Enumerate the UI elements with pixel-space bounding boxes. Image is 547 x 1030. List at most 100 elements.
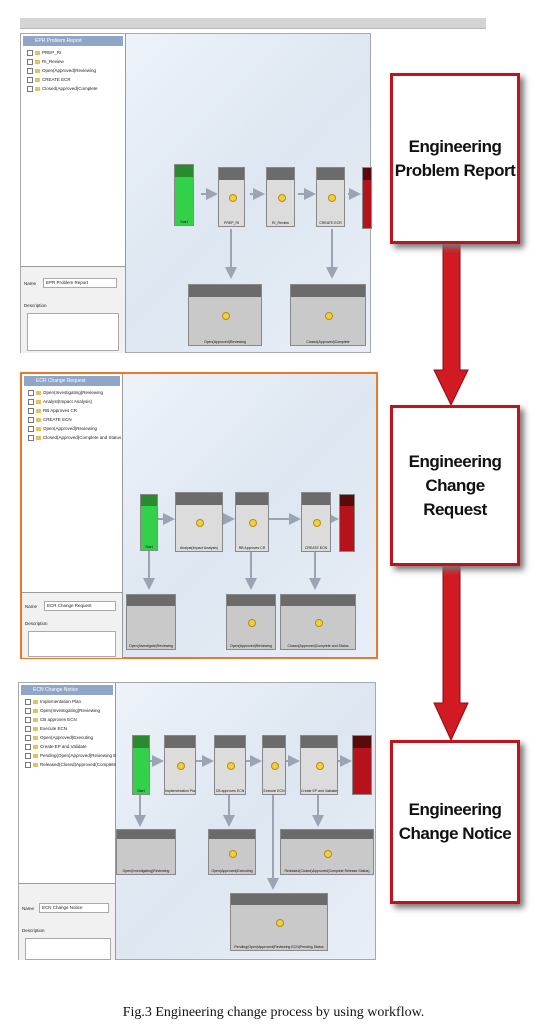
tree-item[interactable]: RI_Review: [21, 57, 125, 66]
expand-icon[interactable]: [27, 49, 33, 56]
expand-icon[interactable]: [25, 761, 31, 768]
name-field[interactable]: EPR Problem Report: [43, 278, 117, 288]
gear-icon: [196, 519, 204, 528]
workflow-node[interactable]: CB approves ECN: [214, 735, 246, 795]
tree-item[interactable]: Released(Closed)Approved(Complete Releas…: [19, 760, 134, 769]
folder-icon: [33, 744, 38, 749]
expand-icon[interactable]: [25, 707, 31, 714]
expand-icon[interactable]: [25, 698, 31, 705]
expand-icon[interactable]: [25, 743, 31, 750]
state-node[interactable]: Closed(Approved)Complete and Status: [280, 594, 356, 650]
tree-item[interactable]: Open(Approved)Executing: [19, 733, 115, 742]
start-node[interactable]: Start: [140, 494, 158, 551]
state-node[interactable]: Open(Approved)Reviewing: [226, 594, 276, 650]
state-node[interactable]: Open(Approved)Reviewing: [188, 284, 262, 346]
workflow-node[interactable]: CREATE ECR: [316, 167, 345, 227]
expand-icon[interactable]: [28, 425, 34, 432]
stage-change-request: Engineering Change Request: [390, 405, 520, 566]
workflow-canvas: Start Implementation Plan CB approves EC…: [116, 683, 375, 959]
folder-icon: [33, 735, 38, 740]
stage-title-line2: Change Request: [423, 475, 487, 519]
properties-pane: Name EPR Problem Report Description: [21, 266, 126, 353]
tree-item[interactable]: Open(Investigating)Reviewing: [22, 388, 122, 397]
folder-icon: [33, 717, 38, 722]
stage-title-line2: Problem Report: [394, 160, 516, 180]
state-node[interactable]: Pending(Open)Approved(Reviewing ECN)Pend…: [230, 893, 328, 951]
expand-icon[interactable]: [28, 389, 34, 396]
workflow-panel-problem-report: EPR Problem Report PREP_RI RI_Review Ope…: [20, 33, 372, 353]
expand-icon[interactable]: [25, 725, 31, 732]
stage-title-line1: Engineering: [408, 136, 502, 156]
state-node[interactable]: Released(Closed)Approved(Complete Releas…: [280, 829, 374, 875]
gear-icon: [327, 194, 336, 203]
tree-title[interactable]: EPR Problem Report: [23, 36, 123, 46]
expand-icon[interactable]: [25, 716, 31, 723]
state-node[interactable]: Closed(Approved)Complete: [290, 284, 366, 346]
tree-item[interactable]: CREATE ECR: [21, 75, 125, 84]
tree-item[interactable]: Open(Approved)Reviewing: [22, 424, 122, 433]
workflow-node[interactable]: RI_Review: [266, 167, 295, 227]
end-node[interactable]: [339, 494, 355, 552]
end-node[interactable]: [352, 735, 372, 795]
tree-item[interactable]: Open(Investigating)Reviewing: [19, 706, 115, 715]
tree-item[interactable]: Create EP and Validate: [19, 742, 115, 751]
tree-item[interactable]: Implementation Plan: [19, 697, 115, 706]
expand-icon[interactable]: [27, 58, 33, 65]
gear-icon: [227, 762, 235, 771]
name-label: Name: [22, 906, 35, 911]
tree-item[interactable]: CB approves ECN: [19, 715, 115, 724]
name-field[interactable]: ECR Change Request: [44, 601, 116, 611]
figure-caption: Fig.3 Engineering change process by usin…: [122, 1005, 425, 1020]
stage-problem-report: Engineering Problem Report: [390, 73, 520, 244]
description-field[interactable]: [27, 313, 119, 351]
description-field[interactable]: [28, 631, 116, 657]
expand-icon[interactable]: [28, 416, 34, 423]
tree-item[interactable]: Closed(Approved)Complete: [21, 84, 125, 93]
expand-icon[interactable]: [27, 76, 33, 83]
gear-icon: [271, 762, 279, 771]
tree-item[interactable]: CREATE ECN: [22, 415, 122, 424]
expand-icon[interactable]: [25, 752, 31, 759]
folder-icon: [36, 426, 41, 431]
workflow-canvas: Start PREP_RI RI_Review CREATE ECR Open(…: [126, 34, 372, 352]
expand-icon[interactable]: [28, 407, 34, 414]
end-node[interactable]: [362, 167, 372, 229]
workflow-node[interactable]: Analyst(Impact Analysis): [175, 492, 223, 552]
gear-icon: [313, 519, 321, 528]
folder-icon: [33, 762, 38, 767]
start-node[interactable]: Start: [174, 164, 194, 226]
workflow-node[interactable]: Execute ECN: [262, 735, 286, 795]
workflow-node[interactable]: CREATE ECN: [301, 492, 331, 552]
name-field[interactable]: ECN Change Notice: [39, 903, 109, 913]
tree-item[interactable]: Closed(Approved)Complete and Status: [22, 433, 122, 442]
workflow-node[interactable]: Implementation Plan: [164, 735, 196, 795]
tree-item[interactable]: PREP_RI: [21, 48, 125, 57]
folder-icon: [33, 726, 38, 731]
expand-icon[interactable]: [27, 67, 33, 74]
tree-item[interactable]: Execute ECN: [19, 724, 115, 733]
tree-item[interactable]: Pending(Open)Approved(Reviewing ECN)Pend…: [19, 751, 141, 760]
folder-icon: [36, 390, 41, 395]
start-node[interactable]: Start: [132, 735, 150, 795]
workflow-node[interactable]: Create EP and Validate: [300, 735, 338, 795]
tree-item[interactable]: RB Approves CR: [22, 406, 122, 415]
state-node[interactable]: Open(Investigating)Reviewing: [116, 829, 176, 875]
tree-item[interactable]: Analyst(Impact Analysis): [22, 397, 122, 406]
tree-title[interactable]: ECR Change Request: [24, 376, 120, 386]
workflow-tree: ECR Change Request Open(Investigating)Re…: [22, 374, 123, 592]
gear-icon: [177, 762, 185, 771]
workflow-node[interactable]: PREP_RI: [218, 167, 245, 227]
expand-icon[interactable]: [27, 85, 33, 92]
description-field[interactable]: [25, 938, 111, 960]
tree-title[interactable]: ECN Change Notice: [21, 685, 113, 695]
tree-item[interactable]: Open(Approved)Reviewing: [21, 66, 125, 75]
expand-icon[interactable]: [28, 398, 34, 405]
workflow-node[interactable]: RB Approves CR: [235, 492, 269, 552]
gear-icon: [276, 919, 284, 928]
state-node[interactable]: Open(Approved)Executing: [208, 829, 256, 875]
expand-icon[interactable]: [25, 734, 31, 741]
folder-icon: [35, 50, 40, 55]
expand-icon[interactable]: [28, 434, 34, 441]
state-node[interactable]: Open(Investigate)Reviewing: [126, 594, 176, 650]
